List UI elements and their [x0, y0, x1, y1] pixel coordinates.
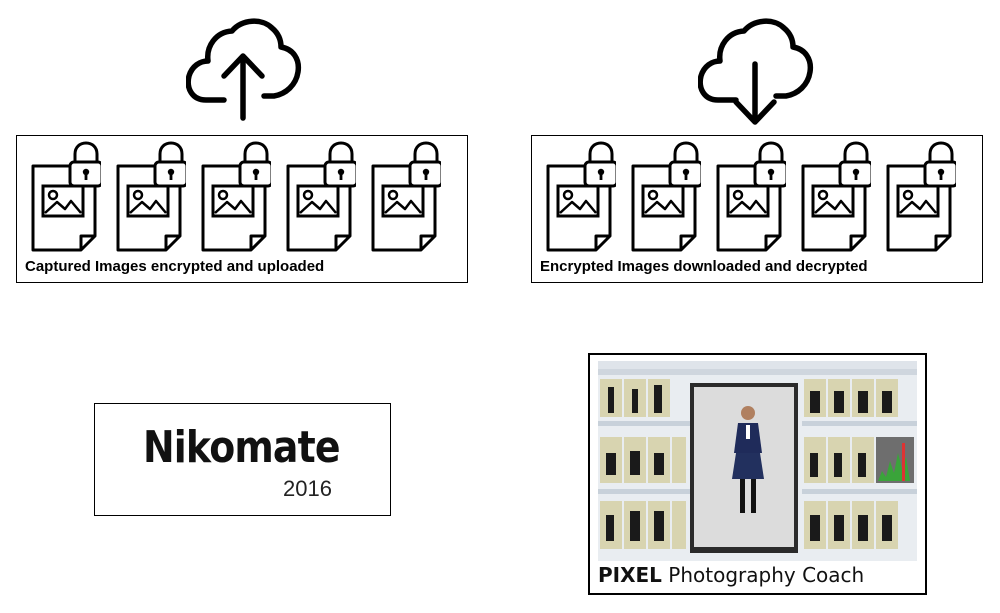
upload-panel: Captured Images encrypted and uploaded	[16, 135, 468, 283]
pixel-app-card: PIXEL Photography Coach	[588, 353, 927, 595]
locked-image-file-icon	[114, 140, 189, 256]
locked-image-file-icon	[714, 140, 789, 256]
upload-caption: Captured Images encrypted and uploaded	[25, 258, 325, 275]
locked-image-file-icon	[544, 140, 619, 256]
nikomate-logo-box: Nikomate 2016	[94, 403, 391, 516]
download-caption: Encrypted Images downloaded and decrypte…	[540, 258, 868, 275]
locked-image-file-icon	[369, 140, 444, 256]
cloud-download-icon	[698, 18, 814, 125]
cloud-upload-icon	[186, 18, 302, 121]
locked-image-file-icon	[29, 140, 104, 256]
pixel-brand: PIXEL	[598, 563, 662, 587]
locked-image-file-icon	[629, 140, 704, 256]
pixel-product: Photography Coach	[661, 563, 865, 587]
locked-image-file-icon	[799, 140, 874, 256]
locked-image-file-icon	[199, 140, 274, 256]
locked-image-file-icon	[884, 140, 959, 256]
app-screenshot-image	[598, 361, 917, 561]
pixel-caption: PIXEL Photography Coach	[598, 563, 864, 587]
locked-image-file-icon	[284, 140, 359, 256]
download-panel: Encrypted Images downloaded and decrypte…	[531, 135, 983, 283]
nikomate-logo-year: 2016	[283, 476, 332, 501]
nikomate-logo-name: Nikomate	[143, 422, 340, 473]
